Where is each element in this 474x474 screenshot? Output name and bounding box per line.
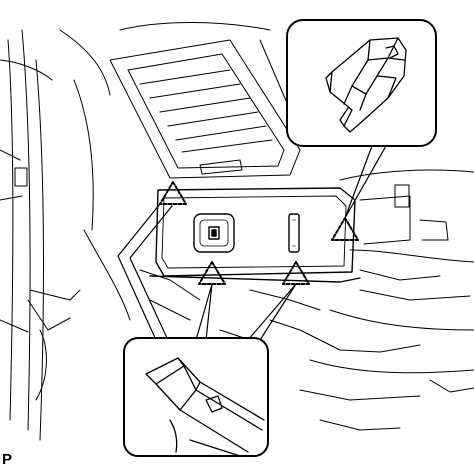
detail-callout-clip-tab xyxy=(123,337,269,457)
panel-switch xyxy=(193,213,235,253)
clip-marker xyxy=(198,261,226,285)
clip-marker xyxy=(159,181,187,205)
dashboard-background xyxy=(0,22,474,441)
clip-tab-drawing xyxy=(145,357,265,457)
figure-corner-label: P xyxy=(2,451,13,468)
detail-callout-clip-claw xyxy=(286,19,437,147)
clip-marker xyxy=(331,217,359,241)
switch-panel xyxy=(149,187,361,283)
clip-claw-drawing xyxy=(325,37,407,133)
callout-leaders xyxy=(117,145,387,341)
panel-slot xyxy=(288,213,300,253)
